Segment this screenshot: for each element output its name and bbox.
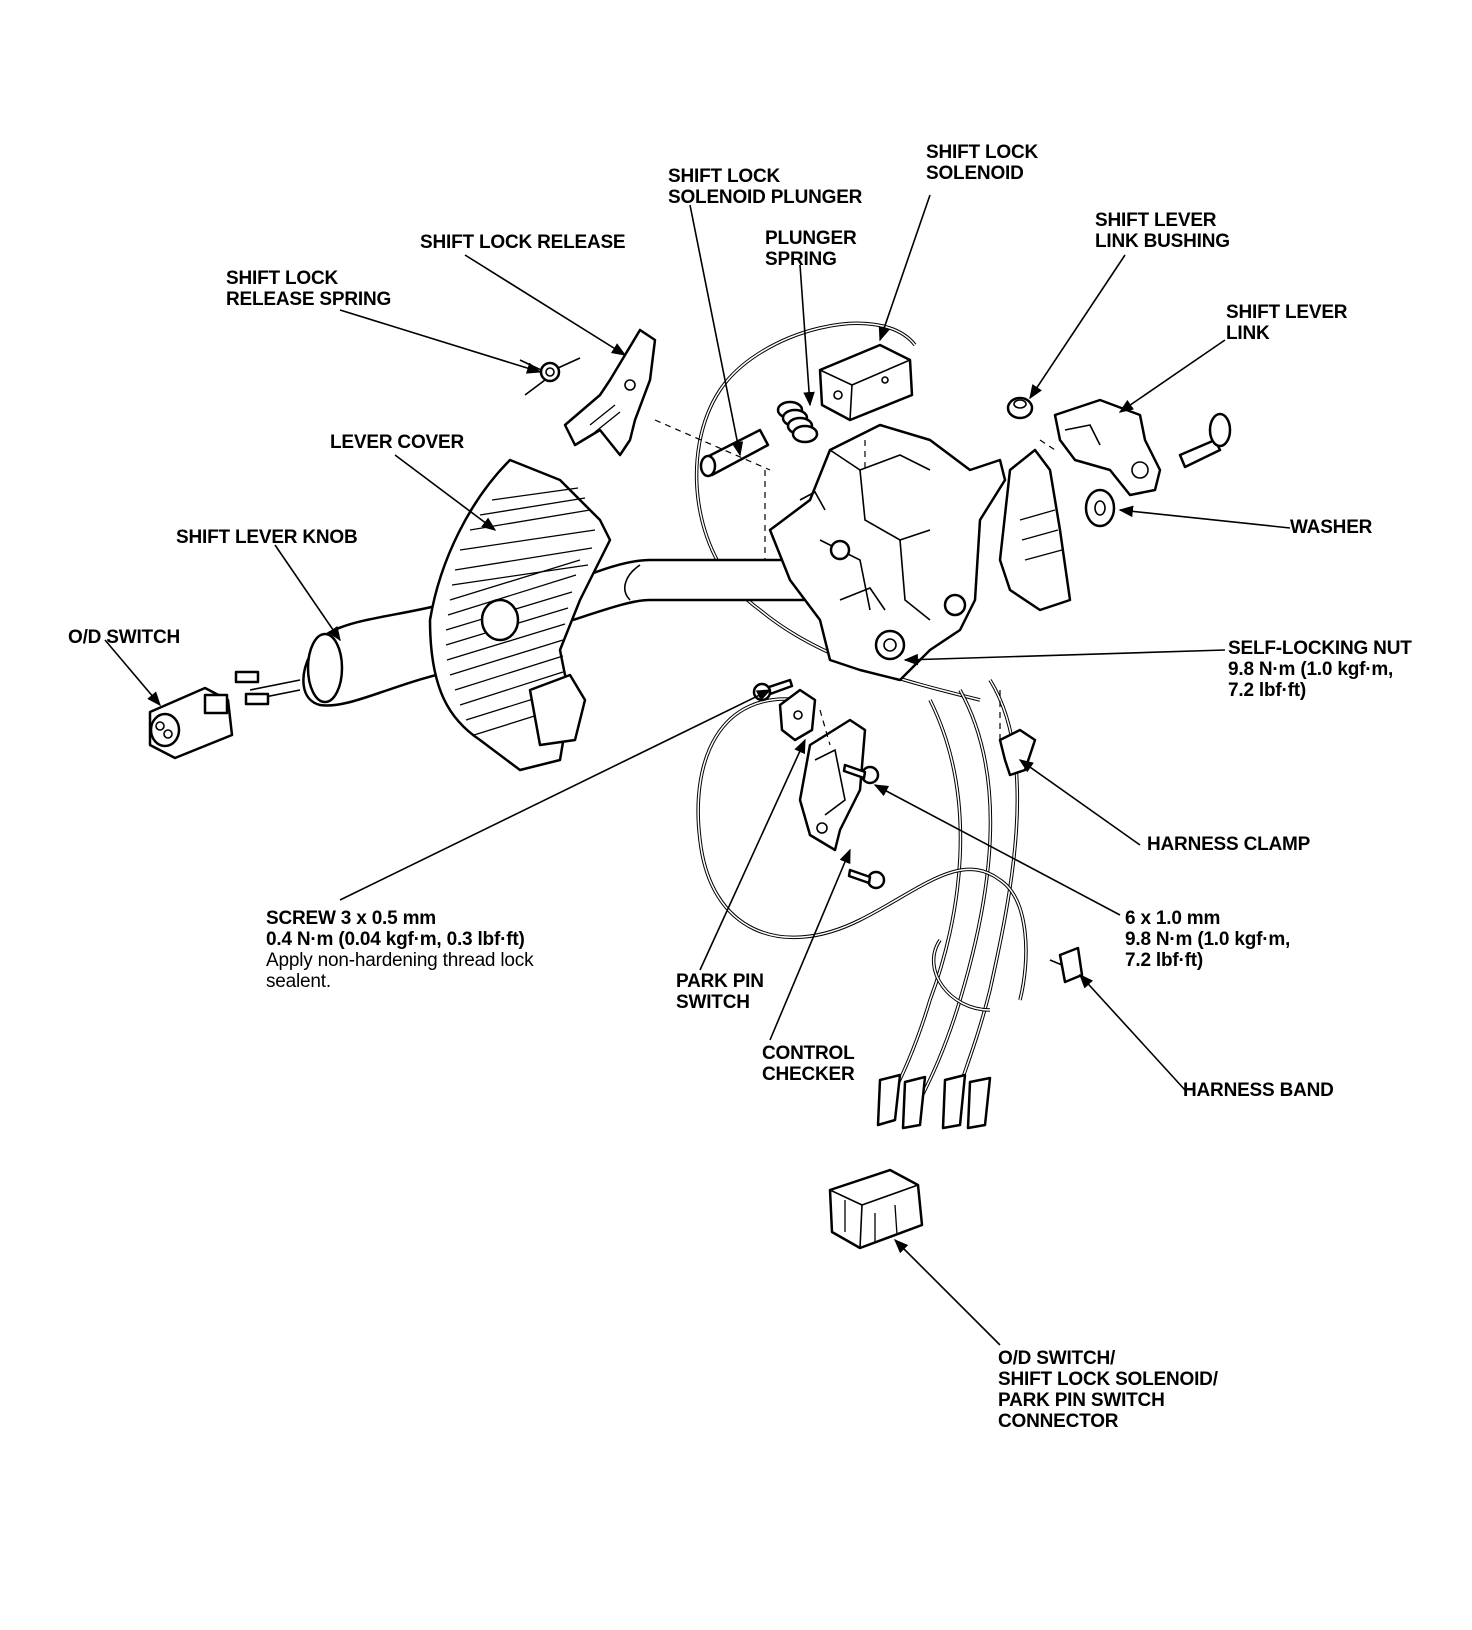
washer (1084, 488, 1116, 528)
lower-screw (847, 868, 886, 890)
label-screw: SCREW 3 x 0.5 mm 0.4 N·m (0.04 kgf·m, 0.… (266, 908, 534, 992)
shift-lever-link-bushing (1006, 396, 1034, 420)
label-shift-lock-solenoid-plunger: SHIFT LOCK SOLENOID PLUNGER (668, 166, 863, 208)
park-pin-switch-loop (696, 697, 1028, 1012)
bolt-6x1 (842, 763, 880, 785)
label-od-switch: O/D SWITCH (68, 627, 180, 648)
label-shift-lever-knob: SHIFT LEVER KNOB (176, 527, 358, 548)
label-connector: O/D SWITCH/ SHIFT LOCK SOLENOID/ PARK PI… (998, 1348, 1218, 1432)
pivot-bolt (1178, 412, 1232, 469)
combined-connector (828, 1168, 924, 1250)
shift-lever-bracket (768, 423, 1007, 682)
shift-lock-solenoid (818, 343, 914, 422)
label-washer: WASHER (1290, 517, 1373, 538)
park-pin-switch (778, 688, 817, 742)
label-shift-lock-release-spring: SHIFT LOCK RELEASE SPRING (226, 268, 392, 310)
label-bolt-6x1: 6 x 1.0 mm 9.8 N·m (1.0 kgf·m, 7.2 lbf·f… (1125, 908, 1291, 971)
od-switch (148, 686, 234, 760)
terminal-ends (876, 1073, 992, 1130)
shift-lever-link-arm (998, 448, 1072, 612)
shift-lock-release (563, 328, 657, 457)
label-control-checker: CONTROL CHECKER (762, 1043, 855, 1085)
harness-clamp (998, 728, 1037, 777)
control-checker (798, 718, 867, 852)
screw-note-line-2: sealent. (266, 971, 331, 992)
label-shift-lock-solenoid: SHIFT LOCK SOLENOID (926, 142, 1038, 184)
solenoid-plunger (699, 428, 770, 478)
label-harness-band: HARNESS BAND (1183, 1080, 1334, 1101)
plunger-spring (776, 400, 819, 444)
label-shift-lever-link: SHIFT LEVER LINK (1226, 302, 1348, 344)
label-self-locking-nut: SELF-LOCKING NUT 9.8 N·m (1.0 kgf·m, 7.2… (1228, 638, 1412, 701)
lever-cover (428, 458, 612, 772)
label-lever-cover: LEVER COVER (330, 432, 464, 453)
shift-lock-release-spring (519, 357, 581, 396)
label-harness-clamp: HARNESS CLAMP (1147, 834, 1311, 855)
screw-3x0.5 (752, 678, 794, 702)
shift-lever-link (1053, 398, 1162, 497)
harness-band (1049, 946, 1084, 984)
label-plunger-spring: PLUNGER SPRING (765, 228, 857, 270)
label-shift-lever-link-bushing: SHIFT LEVER LINK BUSHING (1095, 210, 1230, 252)
screw-note-line-1: Apply non-hardening thread lock (266, 950, 534, 971)
label-park-pin-switch: PARK PIN SWITCH (676, 971, 764, 1013)
label-shift-lock-release: SHIFT LOCK RELEASE (420, 232, 626, 253)
leader-lines (104, 194, 1291, 1346)
